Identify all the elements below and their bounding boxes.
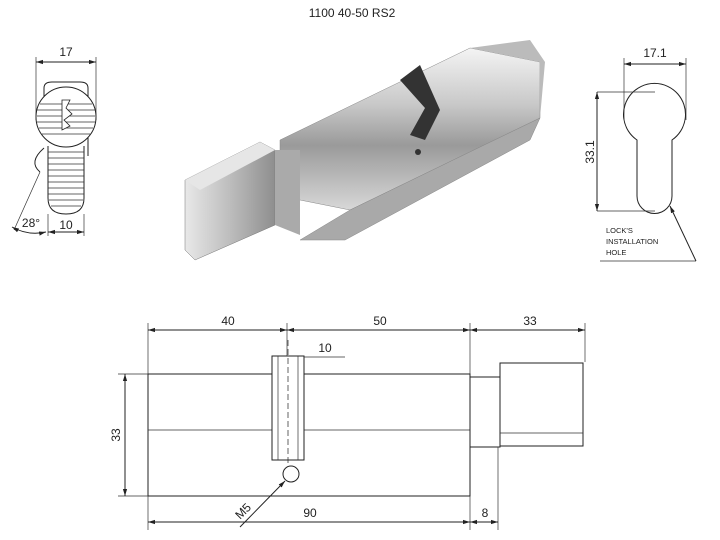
installation-hole-view: 17.1 33.1 LOCK'S INSTALLATION HOLE [583, 46, 697, 262]
dim-17-1-label: 17.1 [643, 46, 667, 60]
side-view: 40 50 33 10 33 90 8 M5 [109, 314, 586, 530]
knob-front [47, 146, 85, 215]
dim-33-1-label: 33.1 [583, 140, 597, 164]
dim-90-label: 90 [303, 506, 317, 520]
dim-10-label: 10 [59, 218, 73, 232]
dim-17-label: 17 [59, 45, 73, 59]
cylinder-render [184, 40, 545, 261]
thumb-knob [499, 362, 584, 447]
dim-50-label: 50 [373, 314, 387, 328]
dim-40-label: 40 [221, 314, 235, 328]
note-line-2: INSTALLATION [606, 237, 658, 246]
screw-hole [282, 465, 300, 483]
thread-label: M5 [232, 500, 254, 522]
note-line-3: HOLE [606, 248, 626, 257]
product-title: 1100 40-50 RS2 [309, 6, 396, 20]
cam [400, 65, 440, 140]
keyway [61, 99, 73, 131]
dim-33-height-label: 33 [109, 428, 123, 442]
cylinder-body [147, 373, 471, 497]
cam-outline [43, 81, 89, 156]
note-line-1: LOCK'S [606, 226, 633, 235]
knob-neck [469, 376, 501, 448]
hole-outline [623, 82, 686, 214]
dim-33-knob-label: 33 [523, 314, 537, 328]
angle-label: 28° [22, 216, 40, 230]
dim-10-label-side: 10 [318, 341, 332, 355]
front-view: 17 10 28° [11, 45, 97, 236]
dim-8-label: 8 [482, 506, 489, 520]
